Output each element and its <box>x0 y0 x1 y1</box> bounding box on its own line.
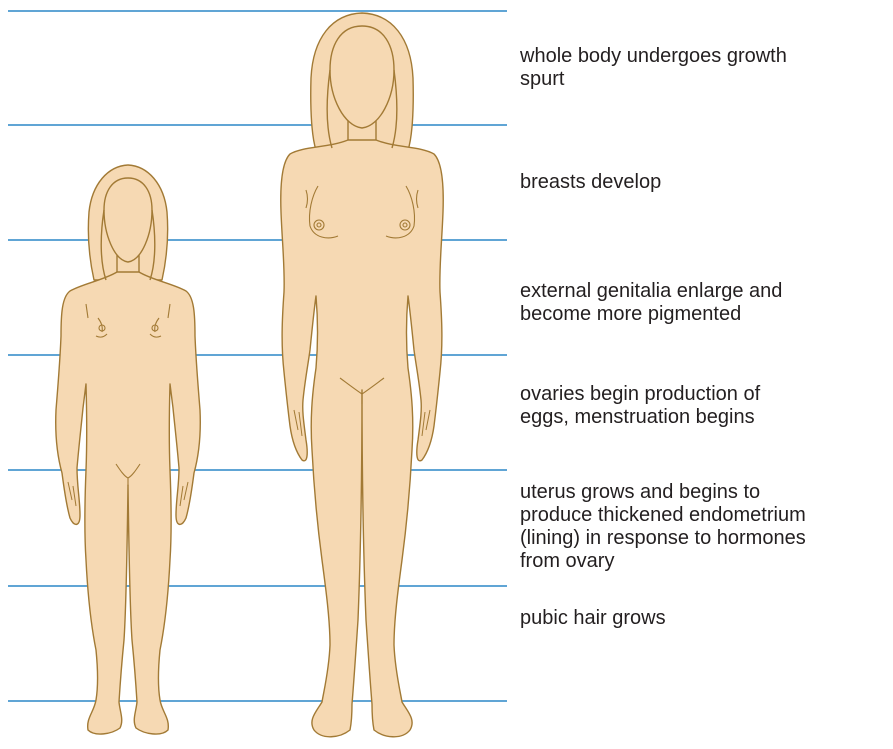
annotation-growth-spurt: whole body undergoes growth spurt <box>520 45 890 91</box>
girl-figure <box>56 165 201 734</box>
annotation-pubic-hair: pubic hair grows <box>520 607 890 630</box>
woman-figure <box>281 13 443 737</box>
woman-body <box>281 140 443 737</box>
girl-body <box>56 272 201 734</box>
annotation-uterus: uterus grows and begins to produce thick… <box>520 481 890 573</box>
annotation-ovaries: ovaries begin production of eggs, menstr… <box>520 383 890 429</box>
annotation-external-genitalia: external genitalia enlarge and become mo… <box>520 280 890 326</box>
annotation-breasts: breasts develop <box>520 171 890 194</box>
